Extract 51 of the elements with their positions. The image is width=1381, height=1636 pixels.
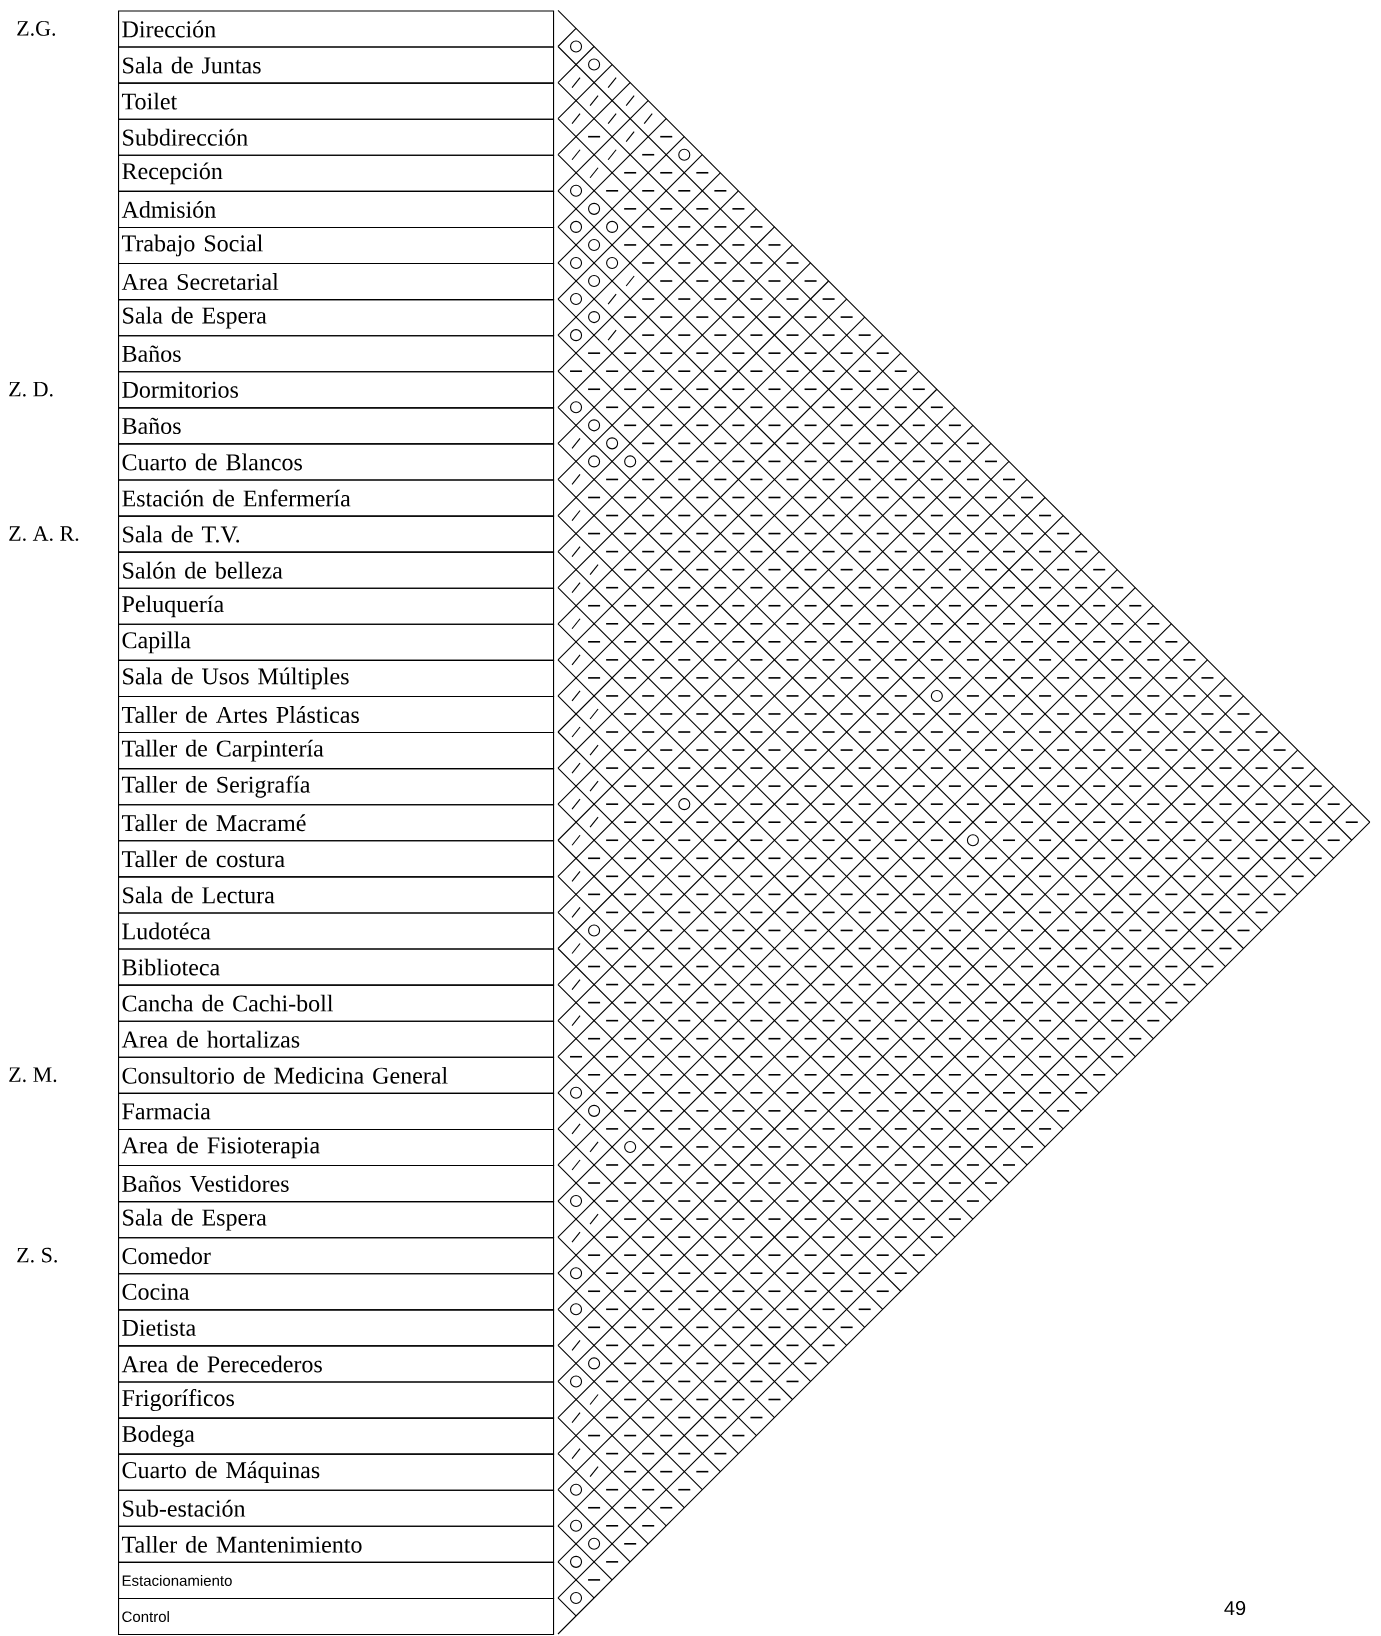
row-box: Trabajo Social xyxy=(118,226,555,265)
row-box: Taller de Carpintería xyxy=(118,732,555,770)
row-box: Frigoríficos xyxy=(118,1381,555,1419)
row-box: Capilla xyxy=(118,623,555,661)
row-box: Sala de Espera xyxy=(118,299,555,337)
page-number: 49 xyxy=(1224,1600,1246,1616)
row-box: Farmacia xyxy=(118,1092,555,1130)
row-box: Taller de Macramé xyxy=(118,804,555,842)
row-box: Estacionamiento xyxy=(118,1561,555,1600)
zone-label: Z. M. xyxy=(9,1067,57,1083)
row-box: Area Secretarial xyxy=(118,262,555,301)
row-box: Sala de Lectura xyxy=(118,876,555,914)
row-box: Cuarto de Blancos xyxy=(118,443,555,481)
zone-label: Z. S. xyxy=(17,1247,57,1263)
row-box: Taller de costura xyxy=(118,840,555,878)
row-box: Estación de Enfermería xyxy=(118,479,555,517)
row-box: Sala de Usos Múltiples xyxy=(118,659,555,698)
row-box: Biblioteca xyxy=(118,948,555,986)
row-box: Sala de Juntas xyxy=(118,46,555,84)
row-box: Dormitorios xyxy=(118,371,555,409)
row-box: Taller de Mantenimiento xyxy=(118,1525,555,1563)
row-box: Baños xyxy=(118,407,555,445)
zone-label: Z. A. R. xyxy=(9,526,79,541)
zone-label: Z. D. xyxy=(9,381,53,397)
row-box: Area de Fisioterapia xyxy=(118,1128,555,1167)
row-box: Sub-estación xyxy=(118,1489,555,1527)
row-box: Bodega xyxy=(118,1417,555,1455)
row-box: Area de Perecederos xyxy=(118,1345,555,1383)
row-box: Area de hortalizas xyxy=(118,1020,555,1058)
row-box: Dirección xyxy=(118,10,555,48)
row-box: Consultorio de Medicina General xyxy=(118,1056,555,1094)
row-box: Taller de Artes Plásticas xyxy=(118,695,555,734)
row-box: Cuarto de Máquinas xyxy=(118,1453,555,1491)
row-box: Admisión xyxy=(118,190,555,228)
row-box: Control xyxy=(118,1597,555,1636)
row-box: Subdirección xyxy=(118,118,555,156)
row-box: Cancha de Cachi-boll xyxy=(118,984,555,1022)
row-box: Sala de Espera xyxy=(118,1201,555,1239)
row-box: Comedor xyxy=(118,1237,555,1275)
row-box: Sala de T.V. xyxy=(118,515,555,553)
row-box: Cocina xyxy=(118,1273,555,1311)
row-box: Recepción xyxy=(118,154,555,192)
row-box: Toilet xyxy=(118,82,555,120)
row-box: Dietista xyxy=(118,1309,555,1347)
row-box: Baños Vestidores xyxy=(118,1164,555,1203)
zone-label: Z.G. xyxy=(17,21,56,36)
row-box: Baños xyxy=(118,335,555,373)
row-box: Ludotéca xyxy=(118,912,555,950)
row-box: Salón de belleza xyxy=(118,551,555,589)
row-box: Taller de Serigrafía xyxy=(118,768,555,806)
row-box: Peluquería xyxy=(118,587,555,625)
